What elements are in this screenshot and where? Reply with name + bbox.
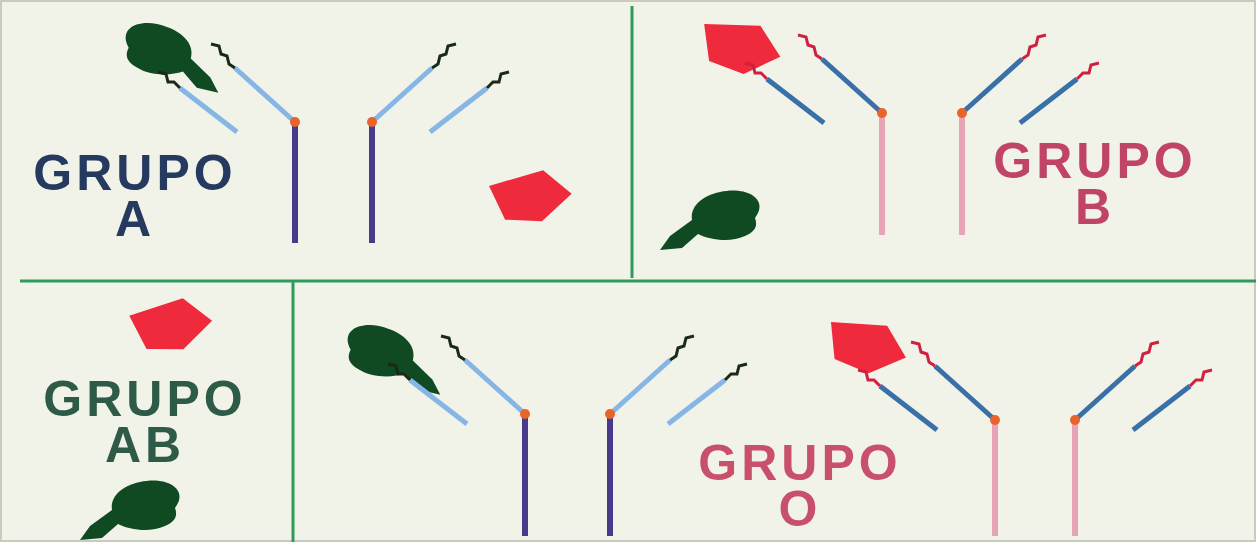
binding-site [911, 342, 935, 366]
heavy-chain-arm [822, 59, 882, 113]
binding-site [858, 370, 880, 386]
divider-line [20, 280, 1256, 283]
heavy-chain-arm [935, 366, 995, 420]
heavy-chain-stem [292, 122, 298, 243]
heavy-chain-arm [235, 68, 295, 122]
divider-line [292, 281, 295, 542]
group-label: GRUPO A [33, 150, 236, 242]
group-label: GRUPO AB [43, 376, 246, 468]
hinge-dot [957, 108, 967, 118]
light-chain [430, 88, 487, 132]
binding-site [1190, 370, 1212, 386]
hinge-dot [520, 409, 530, 419]
antigen-a [660, 190, 760, 250]
hinge-dot [367, 117, 377, 127]
light-chain [410, 380, 467, 424]
group-label: GRUPO B [993, 138, 1196, 230]
group-label: GRUPO O [698, 440, 901, 532]
binding-site [441, 336, 465, 360]
heavy-chain-arm [372, 68, 432, 122]
binding-site [1022, 35, 1046, 59]
binding-site [1135, 342, 1159, 366]
hinge-dot [1070, 415, 1080, 425]
hinge-dot [877, 108, 887, 118]
antigen-b [488, 166, 575, 229]
heavy-chain-stem [522, 414, 528, 536]
light-chain [668, 380, 725, 424]
binding-site [745, 63, 767, 79]
antibody [1070, 342, 1212, 536]
heavy-chain-arm [610, 360, 670, 414]
heavy-chain-arm [465, 360, 525, 414]
light-chain [767, 79, 824, 123]
binding-site [211, 44, 235, 68]
light-chain [1133, 386, 1190, 430]
heavy-chain-stem [879, 113, 885, 235]
antibody [367, 44, 509, 243]
antigen-b [698, 18, 784, 79]
antibody [745, 35, 887, 235]
binding-site [432, 44, 456, 68]
antigen-a [342, 322, 449, 395]
heavy-chain-arm [1075, 366, 1135, 420]
antigen-b [823, 316, 910, 379]
binding-site [388, 364, 410, 380]
binding-site [487, 72, 509, 88]
heavy-chain-stem [959, 113, 965, 235]
heavy-chain-stem [369, 122, 375, 243]
hinge-dot [290, 117, 300, 127]
light-chain [180, 88, 237, 132]
antibody [858, 342, 1000, 536]
binding-site [798, 35, 822, 59]
antigen-a [80, 480, 180, 540]
binding-site [158, 72, 180, 88]
light-chain [880, 386, 937, 430]
antigen-a [120, 20, 227, 93]
binding-site [1077, 63, 1099, 79]
heavy-chain-stem [992, 420, 998, 536]
heavy-chain-arm [962, 59, 1022, 113]
antigen-b [128, 293, 217, 359]
binding-site [725, 364, 747, 380]
heavy-chain-stem [1072, 420, 1078, 536]
hinge-dot [605, 409, 615, 419]
binding-site [670, 336, 694, 360]
divider-line [631, 6, 634, 278]
light-chain [1020, 79, 1077, 123]
antibody [158, 44, 300, 243]
antibody [388, 336, 530, 536]
hinge-dot [990, 415, 1000, 425]
antibody [605, 336, 747, 536]
heavy-chain-stem [607, 414, 613, 536]
